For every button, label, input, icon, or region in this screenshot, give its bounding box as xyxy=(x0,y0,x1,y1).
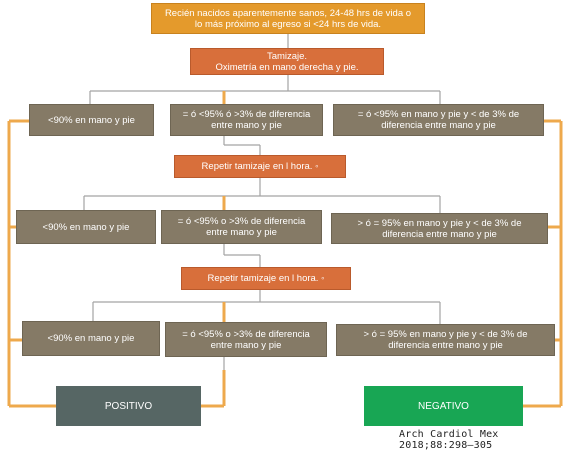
repeat-screening-1: Repetir tamizaje en l hora. ◦ xyxy=(174,155,346,178)
source-citation: Arch Cardiol Mex 2018;88:298–305 xyxy=(399,429,499,451)
round1-result-borderline-line1: = ó <95% ó >3% de diferencia xyxy=(182,109,311,120)
negative-outcome-box: NEGATIVO xyxy=(364,386,523,426)
round3-result-borderline-line1: = ó <95% o >3% de diferencia xyxy=(182,328,310,340)
orange-connectors xyxy=(7,91,563,408)
screening-box: Tamizaje. Oximetría en mano derecha y pi… xyxy=(190,48,384,75)
round1-result-borderline-line2: entre mano y pie xyxy=(211,120,282,131)
positive-outcome-label: POSITIVO xyxy=(104,400,153,412)
round1-result-borderline: = ó <95% ó >3% de diferencia entre mano … xyxy=(170,104,323,136)
positive-outcome-box: POSITIVO xyxy=(56,386,201,426)
newborn-criteria-line2: lo más próximo al egreso si <24 hrs de v… xyxy=(194,18,382,30)
round2-result-borderline: = ó <95% o >3% de diferencia entre mano … xyxy=(161,210,322,244)
newborn-criteria-line1: Recién nacidos aparentemente sanos, 24-4… xyxy=(164,7,412,19)
round1-result-below-90-label: <90% en mano y pie xyxy=(48,114,135,126)
negative-outcome-label: NEGATIVO xyxy=(418,400,469,412)
round2-result-borderline-line1: = ó <95% o >3% de diferencia xyxy=(177,216,306,227)
round1-result-normal: = ó <95% en mano y pie y < de 3% de dife… xyxy=(333,104,544,136)
round2-result-below-90-label: <90% en mano y pie xyxy=(42,221,130,233)
round2-result-normal-line1: > ó = 95% en mano y pie y < de 3% de xyxy=(357,217,522,229)
screening-method: Oximetría en mano derecha y pie. xyxy=(215,61,359,73)
round3-result-normal-line1: > ó = 95% en mano y pie y < de 3% de xyxy=(363,329,528,340)
round1-result-normal-line2: diferencia entre mano y pie xyxy=(381,120,496,131)
round1-result-below-90: <90% en mano y pie xyxy=(29,104,154,136)
round3-result-below-90-label: <90% en mano y pie xyxy=(47,333,135,344)
round3-result-normal-line2: diferencia entre mano y pie xyxy=(388,340,503,351)
round3-result-borderline-line2: entre mano y pie xyxy=(210,339,282,351)
gray-connectors xyxy=(83,34,441,370)
round3-result-normal: > ó = 95% en mano y pie y < de 3% de dif… xyxy=(336,324,555,356)
newborn-criteria-box: Recién nacidos aparentemente sanos, 24-4… xyxy=(151,3,425,34)
repeat-screening-2: Repetir tamizaje en l hora. ◦ xyxy=(181,267,351,290)
repeat-screening-1-label: Repetir tamizaje en l hora. ◦ xyxy=(201,161,319,172)
round2-result-normal: > ó = 95% en mano y pie y < de 3% de dif… xyxy=(331,213,548,244)
round3-result-below-90: <90% en mano y pie xyxy=(22,321,160,356)
screening-title: Tamizaje. xyxy=(266,50,308,62)
round2-result-below-90: <90% en mano y pie xyxy=(16,210,156,244)
repeat-screening-2-label: Repetir tamizaje en l hora. ◦ xyxy=(207,273,325,284)
round1-result-normal-line1: = ó <95% en mano y pie y < de 3% de xyxy=(357,109,520,120)
round2-result-normal-line2: diferencia entre mano y pie xyxy=(382,228,497,240)
round2-result-borderline-line2: entre mano y pie xyxy=(206,227,277,238)
round3-result-borderline: = ó <95% o >3% de diferencia entre mano … xyxy=(165,322,327,357)
